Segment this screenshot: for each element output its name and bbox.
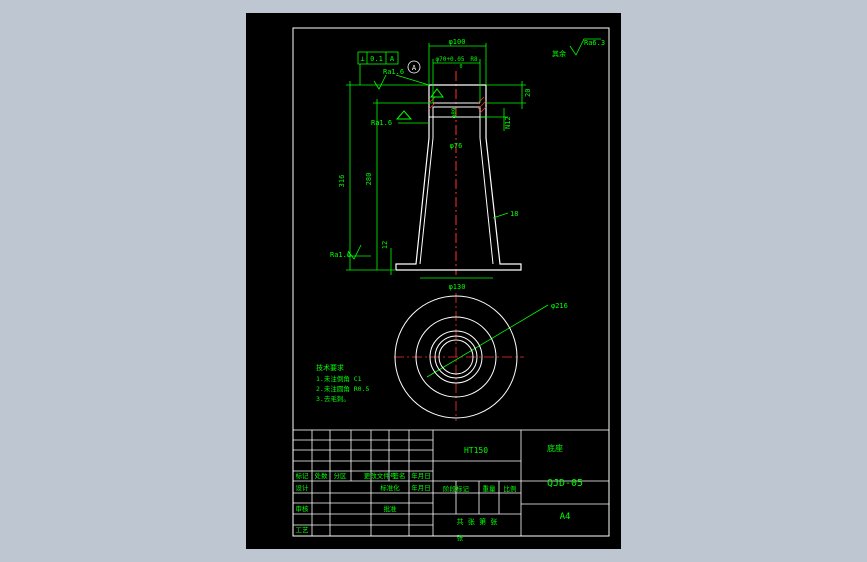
hatch-left — [428, 96, 436, 110]
tb-count-label: 处数 — [315, 471, 329, 480]
tech-line-1: 1.未注倒角 C1 — [316, 374, 362, 383]
dim-r8: R8 — [470, 56, 478, 63]
datum-label: A — [412, 64, 417, 72]
tolerance-symbol: ⊥ — [360, 55, 364, 63]
tb-standard-label: 标准化 — [380, 483, 400, 492]
tb-change-doc-label: 更改文件号 — [364, 471, 397, 480]
tolerance-frame: ⊥ 0.1 A — [357, 51, 399, 65]
material: HT150 — [464, 446, 488, 455]
inner-contour — [419, 106, 494, 265]
dim-inner-dia: φ89 — [451, 107, 458, 118]
other-label: 其余 — [552, 49, 566, 58]
title-block: HT150 底座 QJD-05 A4 标记 处数 分区 更改文件号 签名 年月日… — [292, 429, 610, 542]
hatch-right — [477, 96, 487, 114]
ra-general-symbol — [569, 38, 601, 56]
dim-shoulder-height: N12 — [504, 116, 512, 129]
dimension-lines — [346, 43, 549, 378]
drawing-sheet: A ⊥ 0.1 A φ100 φ70+0.05 0 R8 20 N12 φ89 … — [246, 13, 621, 549]
tech-line-3: 3.去毛刺。 — [316, 394, 350, 403]
tb-date-label: 年月日 — [411, 471, 431, 480]
top-view — [394, 293, 524, 421]
tb-process-label: 工艺 — [296, 526, 310, 534]
outer-contour — [395, 84, 522, 271]
section-view — [395, 71, 522, 275]
dim-top-height: 20 — [524, 89, 532, 97]
ra-mid: Ra1.6 — [371, 119, 392, 127]
ra-triangle-mid — [395, 110, 413, 120]
dim-neck-dia: φ76 — [450, 142, 463, 150]
ra-top-symbol — [373, 74, 387, 90]
tolerance-datum: A — [390, 55, 395, 63]
tb-weight-label: 重量 — [483, 485, 497, 493]
tb-review-label: 审核 — [296, 504, 310, 513]
tb-sign-label: 签名 — [393, 471, 406, 480]
tolerance-value: 0.1 — [370, 55, 383, 63]
dim-flange-dia: φ216 — [551, 302, 568, 310]
inner-border — [292, 27, 610, 537]
dim-bore-tol-lower: 0 — [459, 64, 462, 70]
tb-sheets-label: 共 张 第 张 — [457, 517, 498, 526]
tb-zone-label: 分区 — [334, 471, 348, 480]
tb-date-label-2: 年月日 — [411, 483, 431, 492]
tech-requirements: 技术要求 1.未注倒角 C1 2.未注圆角 R0.5 3.去毛刺。 — [316, 363, 369, 403]
sheet-size: A4 — [560, 512, 571, 522]
tech-title: 技术要求 — [316, 363, 344, 372]
ra-bottom-symbol — [347, 244, 362, 260]
tb-design-label: 设计 — [296, 483, 310, 492]
datum-circle — [407, 60, 421, 74]
ra-triangle-top — [430, 88, 444, 98]
tb-stage-label: 阶段标记 — [443, 484, 470, 493]
cad-drawing: A ⊥ 0.1 A φ100 φ70+0.05 0 R8 20 N12 φ89 … — [292, 27, 610, 542]
dim-base-height: 12 — [381, 241, 389, 249]
dim-wall-thickness: 18 — [510, 210, 518, 218]
tb-sheet-mark: 张 — [457, 533, 464, 542]
tb-approve-label: 批准 — [384, 504, 398, 513]
dim-top-outer-dia: φ100 — [449, 38, 466, 46]
part-name: 底座 — [547, 443, 563, 453]
dim-bore-dia: φ70+0.05 — [436, 56, 465, 63]
ra-general: Ra6.3 — [584, 39, 605, 47]
dim-body-height: 280 — [365, 173, 373, 186]
ra-bottom: Ra1.6 — [330, 251, 351, 259]
ra-top: Ra1.6 — [383, 68, 404, 76]
tb-scale-label: 比例 — [504, 484, 517, 493]
drawing-number: QJD-05 — [547, 478, 583, 489]
dim-base-dia: φ130 — [449, 283, 466, 291]
tb-mark-label: 标记 — [296, 471, 310, 480]
dim-total-height: 316 — [338, 175, 346, 188]
tech-line-2: 2.未注圆角 R0.5 — [316, 384, 369, 393]
